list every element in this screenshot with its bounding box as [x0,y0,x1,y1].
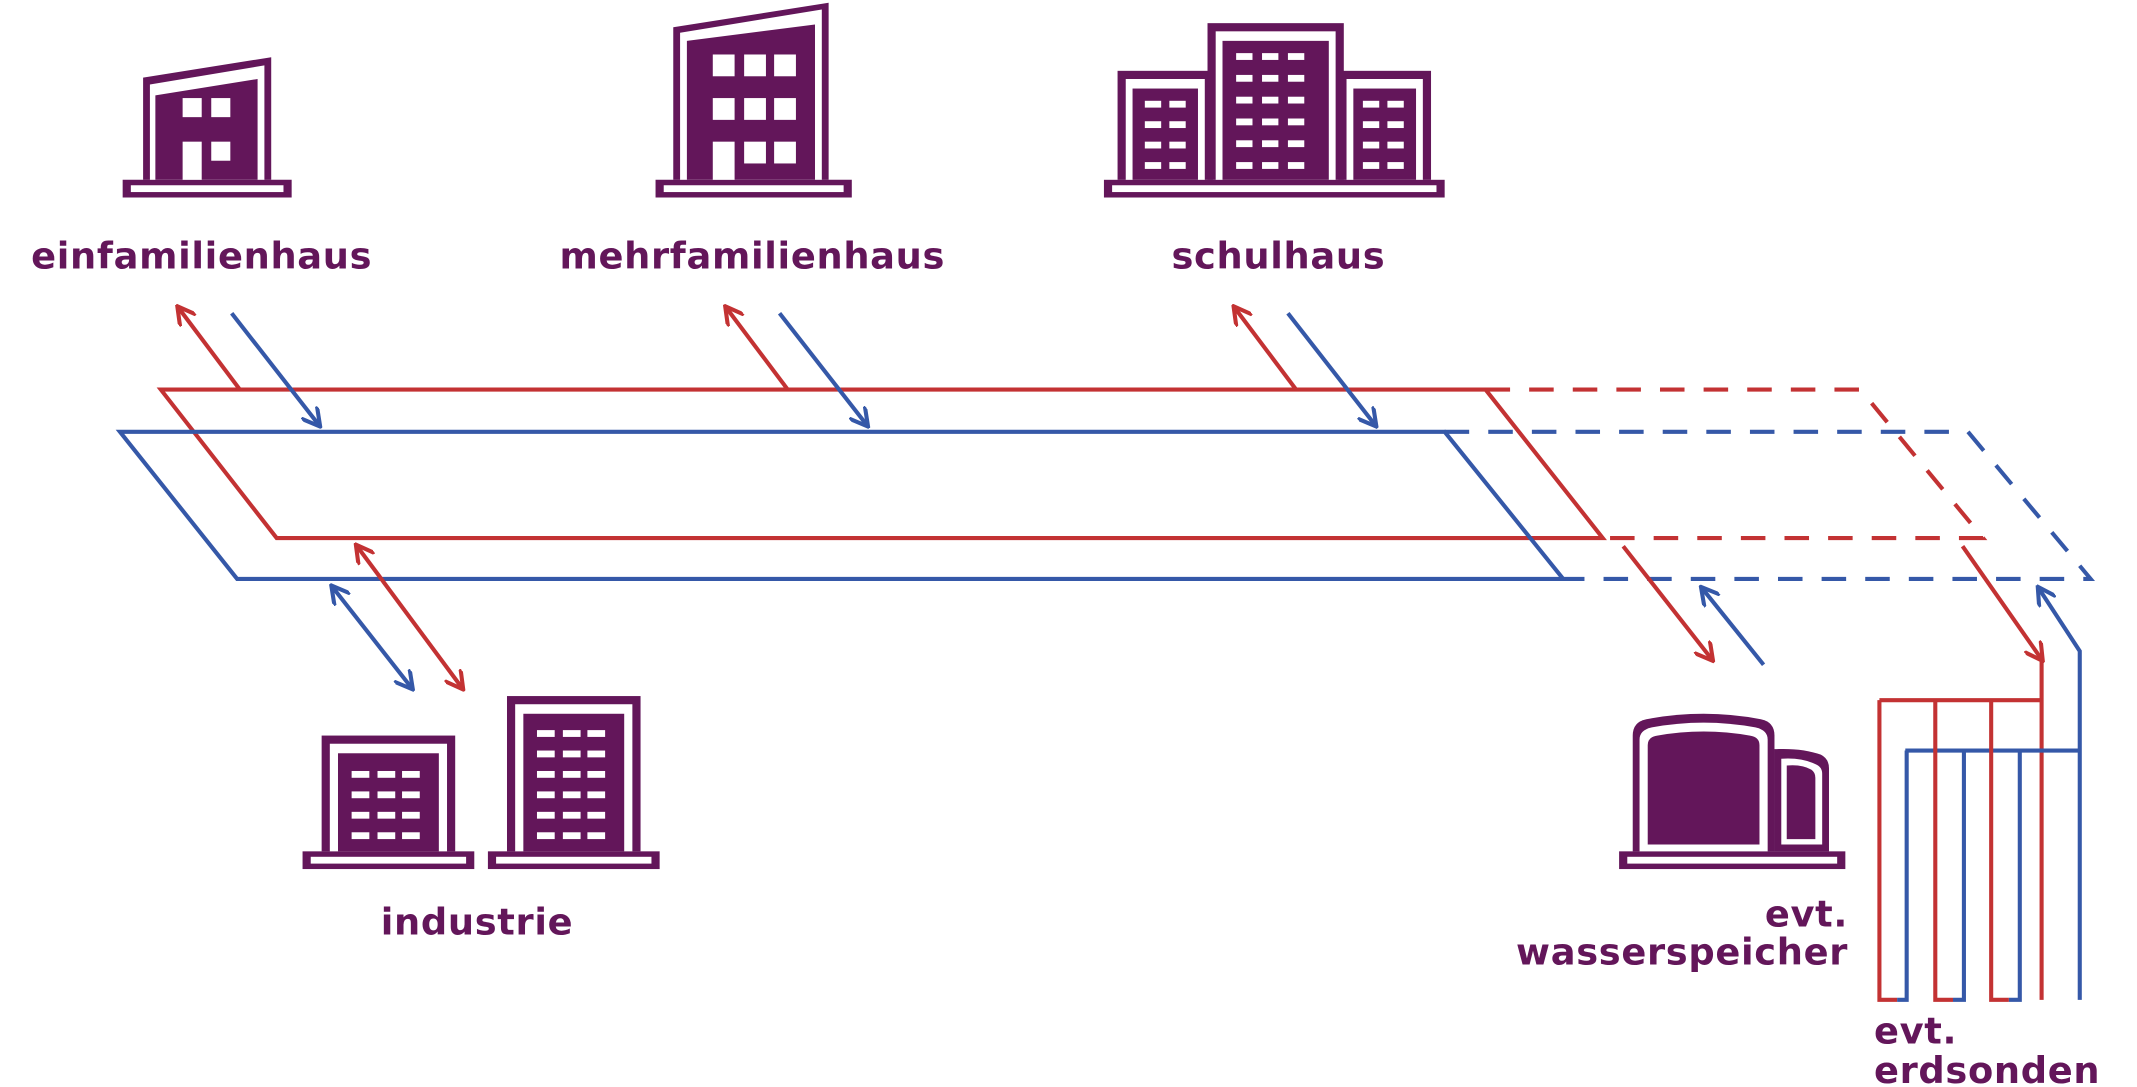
hot-arrow-up [1235,308,1298,391]
hot-arrow-up [726,308,790,391]
cold-extension-dashed [1444,429,2096,581]
hot-arrow-bidirectional [357,546,462,688]
label-wasserspeicher: wasserspeicher [1516,930,1848,973]
water-storage-tank-icon [1619,713,1846,870]
label-erdsonden: erdsonden [1874,1049,2100,1087]
school-building-icon [1103,23,1445,198]
label-mehrfamilienhaus: mehrfamilienhaus [559,234,945,277]
hot-arrow-up [179,308,242,391]
industry-buildings-icon [302,696,660,870]
label-wasserspeicher-prefix: evt. [1765,892,1848,935]
cold-arrow-down [1286,312,1375,425]
hot-arrow-down [1621,544,1712,659]
hot-extension-dashed [1485,387,1988,541]
connection-wasserspeicher [1621,544,1766,667]
connection-schulhaus [1235,308,1375,425]
label-erdsonden-prefix: evt. [1874,1009,1957,1052]
cold-arrow-down [230,312,319,425]
label-industrie: industrie [381,900,574,943]
cold-arrow-up [1702,588,1766,667]
connection-industrie [333,546,462,688]
connection-einfamilienhaus [179,308,319,425]
apartment-building-icon [655,2,852,198]
geothermal-probes-icon [1877,659,2080,1002]
hot-arrow-down [1960,545,2042,659]
connection-mehrfamilienhaus [726,308,866,425]
label-schulhaus: schulhaus [1171,234,1385,277]
cold-arrow-down [777,312,867,425]
cold-riser [2039,588,2082,1000]
single-family-house-icon [122,57,292,198]
connection-erdsonden [1960,545,2082,1000]
hot-supply-loop [156,387,1607,541]
cold-arrow-bidirectional [333,587,412,688]
label-einfamilienhaus: einfamilienhaus [31,234,372,277]
cold-return-loop [115,429,1568,581]
